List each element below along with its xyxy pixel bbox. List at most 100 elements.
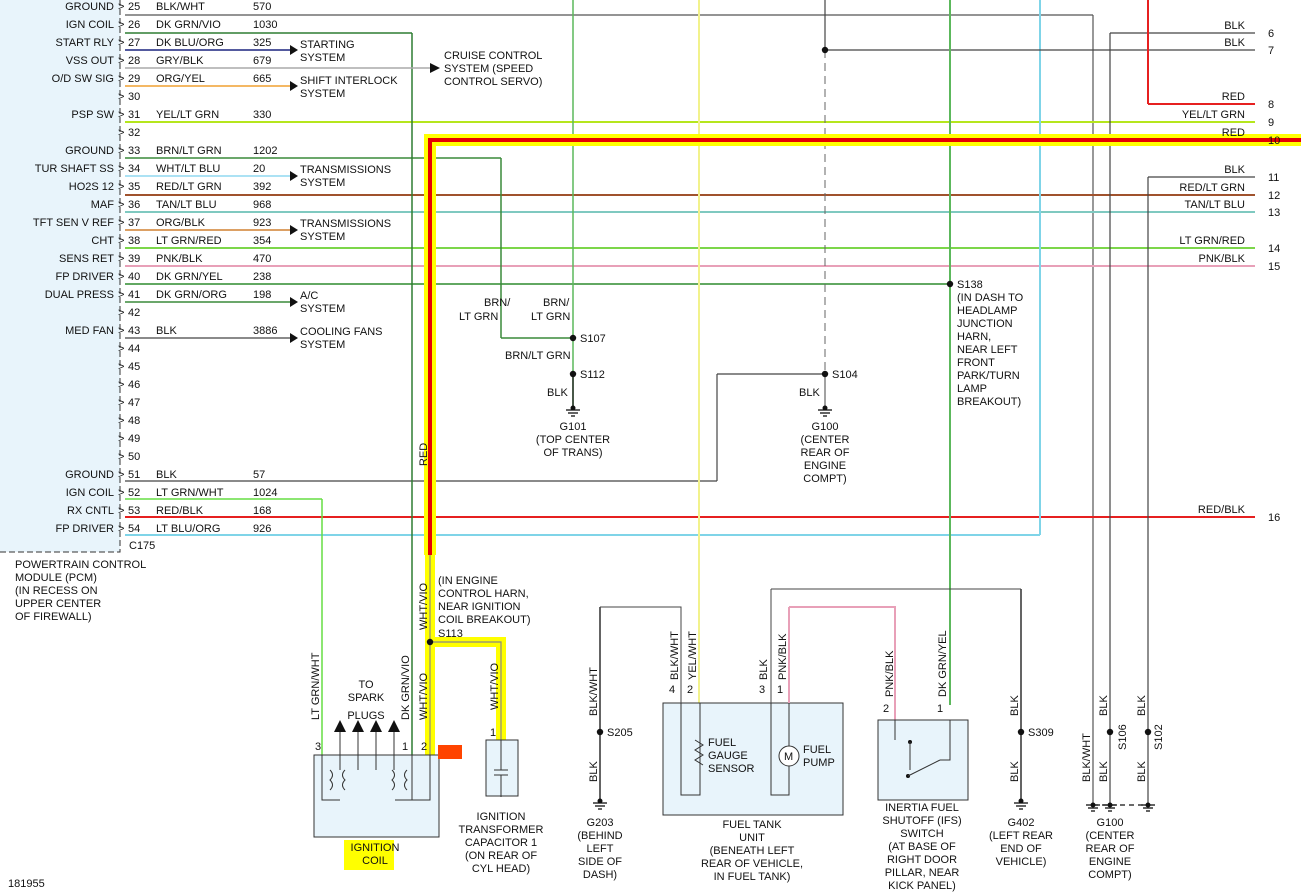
pin-bracket: >	[118, 91, 124, 103]
svg-text:OF FIREWALL): OF FIREWALL)	[15, 611, 92, 623]
svg-text:SHUTOFF (IFS): SHUTOFF (IFS)	[882, 815, 961, 827]
pin-bracket: >	[118, 271, 124, 283]
pin-number: 39	[128, 253, 140, 265]
long-wires	[125, 0, 1255, 805]
dk-grn-vio: DK GRN/VIO	[400, 655, 412, 720]
pin-number: 44	[128, 343, 140, 355]
ignition-coil: 3 1 2	[313, 720, 462, 838]
pin-circuit: 198	[253, 289, 271, 301]
svg-text:KICK PANEL): KICK PANEL)	[888, 880, 956, 892]
svg-text:3: 3	[759, 684, 765, 696]
pin-circuit: 923	[253, 217, 271, 229]
pin-number: 45	[128, 361, 140, 373]
pin-bracket: >	[118, 451, 124, 463]
s205-label: S205	[607, 727, 633, 739]
svg-text:IGNITION: IGNITION	[477, 811, 526, 823]
pin-signal: TUR SHAFT SS	[35, 163, 114, 175]
g101-l2: (TOP CENTER	[536, 434, 610, 446]
pin-wire-color: BLK	[156, 469, 177, 481]
pin-number: 27	[128, 37, 140, 49]
edge-wire-label: RED/BLK	[1198, 504, 1246, 516]
pin-wire-color: DK BLU/ORG	[156, 37, 224, 49]
pin-wire-color: TAN/LT BLU	[156, 199, 217, 211]
svg-text:(ON REAR OF: (ON REAR OF	[465, 850, 537, 862]
pin-number: 32	[128, 127, 140, 139]
svg-text:2: 2	[421, 741, 427, 753]
cruise-system-l3: CONTROL SERVO)	[444, 76, 542, 88]
svg-text:PARK/TURN: PARK/TURN	[957, 370, 1020, 382]
svg-text:C175: C175	[129, 540, 155, 552]
pin-bracket: >	[118, 415, 124, 427]
pin-wire-color: RED/BLK	[156, 505, 204, 517]
pin-bracket: >	[118, 379, 124, 391]
pin-signal: IGN COIL	[66, 487, 114, 499]
s113-note: (IN ENGINE CONTROL HARN, NEAR IGNITION C…	[438, 575, 531, 626]
svg-text:CYL HEAD): CYL HEAD)	[472, 863, 530, 875]
g402-l4: VEHICLE)	[996, 856, 1047, 868]
svg-text:GAUGE: GAUGE	[708, 750, 748, 762]
pin-number: 30	[128, 91, 140, 103]
highlighted-power-wire	[424, 134, 1301, 755]
pin-number: 50	[128, 451, 140, 463]
svg-text:1: 1	[402, 741, 408, 753]
pin-number: 40	[128, 271, 140, 283]
svg-text:FUEL: FUEL	[708, 737, 736, 749]
pnk-blk-ifs: PNK/BLK	[884, 650, 896, 697]
pin-circuit: 168	[253, 505, 271, 517]
pin-bracket: >	[118, 181, 124, 193]
motor-letter: M	[784, 751, 793, 763]
g100a-l1: G100	[812, 421, 839, 433]
brn-ltgrn-a-l1: BRN/	[484, 297, 511, 309]
pin-wire-color: DK GRN/ORG	[156, 289, 227, 301]
edge-ref-number: 13	[1268, 207, 1280, 219]
pin-bracket: >	[118, 1, 124, 13]
pin-circuit: 679	[253, 55, 271, 67]
s104-label: S104	[832, 369, 858, 381]
ground-labels: G101 (TOP CENTER OF TRANS) G100 (CENTER …	[536, 421, 1135, 881]
pin-number: 53	[128, 505, 140, 517]
blk-s106-bot: BLK	[1098, 761, 1110, 782]
pin-signal: IGN COIL	[66, 19, 114, 31]
pin-number: 41	[128, 289, 140, 301]
s102-label: S102	[1153, 724, 1165, 750]
pin-signal: VSS OUT	[66, 55, 115, 67]
pin-number: 29	[128, 73, 140, 85]
capacitor-labels: IGNITION TRANSFORMER CAPACITOR 1 (ON REA…	[459, 811, 544, 875]
blk-s106-top: BLK	[1098, 695, 1110, 716]
blk-wht-tank: BLK/WHT	[669, 631, 681, 680]
svg-text:SWITCH: SWITCH	[900, 828, 943, 840]
pin-number: 35	[128, 181, 140, 193]
pin-wire-color: RED/LT GRN	[156, 181, 222, 193]
pin-signal: SENS RET	[59, 253, 114, 265]
pin-number: 33	[128, 145, 140, 157]
blk-s205: BLK	[588, 761, 600, 782]
pin-wire-color: ORG/YEL	[156, 73, 205, 85]
g203-l3: LEFT	[587, 843, 614, 855]
pin-signal: HO2S 12	[69, 181, 114, 193]
system-arrows	[125, 45, 440, 343]
pin-circuit: 238	[253, 271, 271, 283]
pin-bracket: >	[118, 163, 124, 175]
pin-wire-color: DK GRN/VIO	[156, 19, 221, 31]
shift-system-l2: SYSTEM	[300, 88, 345, 100]
svg-text:(IN DASH TO: (IN DASH TO	[957, 292, 1024, 304]
pin-bracket: >	[118, 217, 124, 229]
ignition-coil-labels: IGNITION COIL TO SPARK PLUGS	[344, 679, 399, 870]
fans-system-l1: COOLING FANS	[300, 326, 383, 338]
blk-g100a: BLK	[799, 387, 820, 399]
pin-bracket: >	[118, 253, 124, 265]
blk-wht-g100: BLK/WHT	[1081, 733, 1093, 782]
svg-text:3: 3	[315, 741, 321, 753]
pin-bracket: >	[118, 361, 124, 373]
svg-text:PLUGS: PLUGS	[347, 710, 384, 722]
pin-bracket: >	[118, 505, 124, 517]
edge-ref-number: 9	[1268, 117, 1274, 129]
pin-bracket: >	[118, 109, 124, 121]
svg-text:2: 2	[687, 684, 693, 696]
s138-label: S138	[957, 279, 983, 291]
pin-bracket: >	[118, 307, 124, 319]
svg-text:HARN,: HARN,	[957, 331, 991, 343]
brn-ltgrn-a-l2: LT GRN	[459, 311, 498, 323]
svg-text:IGNITION: IGNITION	[351, 842, 400, 854]
edge-wire-label: YEL/LT GRN	[1182, 109, 1245, 121]
